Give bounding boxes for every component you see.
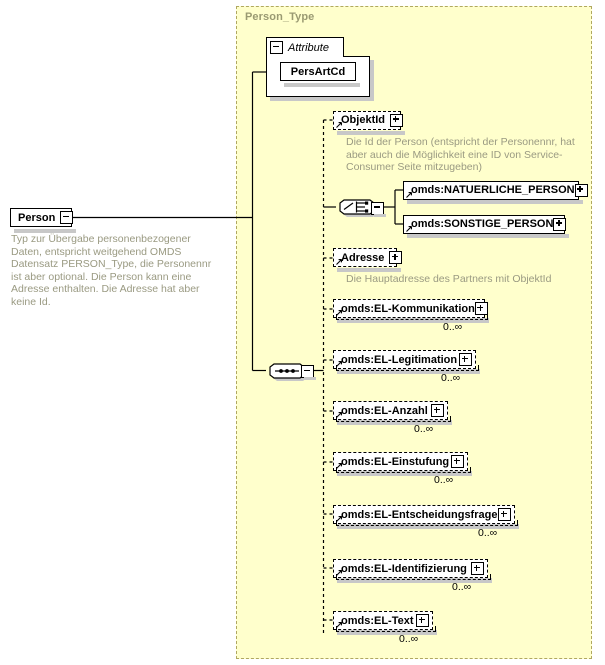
el-einstufung-shadow [337, 471, 472, 476]
element-el-identifizierung[interactable]: omds:EL-Identifizierung [333, 559, 488, 578]
el-einstufung-ref-arrow [336, 462, 343, 469]
sequence-collapse-icon[interactable] [301, 365, 314, 378]
element-el-legitimation-label: omds:EL-Legitimation [341, 353, 458, 366]
sequence-ctl-shadow [304, 377, 316, 380]
adresse-shadow [337, 268, 401, 272]
natuerliche-person-shadow [407, 200, 583, 204]
el-anzahl-shadow [337, 420, 452, 425]
element-el-identifizierung-label: omds:EL-Identifizierung [341, 562, 467, 575]
element-natuerliche-person-label: omds:NATUERLICHE_PERSON [411, 184, 575, 196]
el-kommunikation-repeat-layer [336, 314, 488, 320]
el-entscheidungsfrage-expand-icon[interactable] [498, 508, 511, 521]
element-sonstige-person[interactable]: omds:SONSTIGE_PERSON [403, 214, 567, 234]
objektid-shadow [337, 131, 405, 135]
el-legitimation-ref-arrow [336, 360, 343, 367]
el-text-occurrence: 0..∞ [399, 633, 419, 645]
sonstige-person-expand-icon[interactable] [553, 217, 567, 231]
objektid-expand-icon[interactable] [390, 113, 404, 127]
element-el-einstufung-label: omds:EL-Einstufung [341, 455, 450, 468]
el-einstufung-expand-icon[interactable] [451, 455, 464, 468]
el-identifizierung-repeat-layer [336, 574, 491, 580]
attribute-collapse-icon[interactable] [270, 41, 283, 54]
element-objektid[interactable]: ObjektId [333, 110, 404, 130]
element-el-text[interactable]: omds:EL-Text [333, 611, 433, 630]
el-einstufung-occurrence: 0..∞ [434, 474, 454, 486]
person-documentation: Typ zur Übergabe personenbezogener Daten… [11, 233, 212, 308]
element-adresse-label: Adresse [341, 251, 385, 264]
element-el-text-label: omds:EL-Text [341, 614, 414, 627]
attribute-persartcd[interactable]: PersArtCd [280, 62, 356, 81]
el-anzahl-expand-icon[interactable] [431, 404, 444, 417]
el-legitimation-occurrence: 0..∞ [441, 372, 461, 384]
person-box-shadow [14, 229, 76, 233]
el-legitimation-shadow [337, 369, 480, 374]
complextype-label: Person_Type [245, 11, 315, 23]
el-identifizierung-occurrence: 0..∞ [452, 581, 472, 593]
el-entscheidungsfrage-ref-arrow [336, 515, 343, 522]
attribute-group-header[interactable]: Attribute [266, 37, 344, 57]
element-el-legitimation[interactable]: omds:EL-Legitimation [333, 350, 476, 369]
persartcd-shadow [284, 83, 360, 87]
el-anzahl-occurrence: 0..∞ [414, 423, 434, 435]
el-identifizierung-expand-icon[interactable] [471, 562, 484, 575]
element-sonstige-person-label: omds:SONSTIGE_PERSON [411, 218, 554, 230]
el-kommunikation-occurrence: 0..∞ [443, 321, 463, 333]
sonstige-person-shadow [407, 234, 569, 238]
el-text-expand-icon[interactable] [416, 614, 429, 627]
el-entscheidungsfrage-occurrence: 0..∞ [478, 527, 498, 539]
element-objektid-label: ObjektId [341, 114, 386, 126]
el-identifizierung-shadow [337, 578, 492, 583]
adresse-expand-icon[interactable] [389, 251, 403, 264]
element-adresse[interactable]: Adresse [333, 248, 403, 267]
objektid-ref-arrow [336, 121, 343, 128]
element-el-kommunikation[interactable]: omds:EL-Kommunikation [333, 299, 488, 318]
el-anzahl-repeat-layer [336, 416, 451, 422]
el-einstufung-repeat-layer [336, 467, 471, 473]
element-el-anzahl[interactable]: omds:EL-Anzahl [333, 401, 448, 420]
element-person-label: Person [18, 211, 56, 224]
sonstige-person-ref-arrow [406, 225, 413, 232]
attribute-group-label: Attribute [288, 41, 329, 54]
element-el-entscheidungsfrage-label: omds:EL-Entscheidungsfrage [341, 508, 498, 521]
objektid-documentation: Die Id der Person (entspricht der Person… [346, 136, 575, 174]
attribute-persartcd-label: PersArtCd [290, 65, 346, 78]
complextype-panel [236, 6, 592, 659]
element-el-kommunikation-label: omds:EL-Kommunikation [341, 302, 475, 315]
el-legitimation-repeat-layer [336, 365, 479, 371]
sequence-compositor[interactable] [266, 359, 308, 383]
element-el-entscheidungsfrage[interactable]: omds:EL-Entscheidungsfrage [333, 505, 515, 524]
el-text-ref-arrow [336, 621, 343, 628]
element-el-einstufung[interactable]: omds:EL-Einstufung [333, 452, 468, 471]
el-anzahl-ref-arrow [336, 411, 343, 418]
choice-ctl-shadow [374, 213, 386, 217]
el-entscheidungsfrage-shadow [337, 524, 519, 529]
el-entscheidungsfrage-repeat-layer [336, 520, 518, 526]
el-kommunikation-ref-arrow [336, 309, 343, 316]
el-identifizierung-ref-arrow [336, 569, 343, 576]
adresse-documentation: Die Hauptadresse des Partners mit Objekt… [346, 273, 552, 285]
attribute-group-shadow [270, 97, 374, 101]
element-el-anzahl-label: omds:EL-Anzahl [341, 404, 428, 417]
person-collapse-icon[interactable] [60, 211, 74, 224]
natuerliche-person-ref-arrow [406, 191, 413, 198]
adresse-ref-arrow [336, 258, 343, 265]
el-text-repeat-layer [336, 626, 436, 632]
el-kommunikation-shadow [337, 318, 489, 323]
el-kommunikation-expand-icon[interactable] [474, 302, 488, 315]
element-person[interactable]: Person [10, 208, 74, 227]
attribute-group-shadow-right [370, 60, 374, 101]
el-legitimation-expand-icon[interactable] [459, 353, 472, 366]
natuerliche-person-expand-icon[interactable] [574, 183, 588, 197]
el-text-shadow [337, 630, 437, 635]
choice-compositor[interactable] [336, 195, 378, 219]
element-natuerliche-person[interactable]: omds:NATUERLICHE_PERSON [403, 180, 588, 200]
